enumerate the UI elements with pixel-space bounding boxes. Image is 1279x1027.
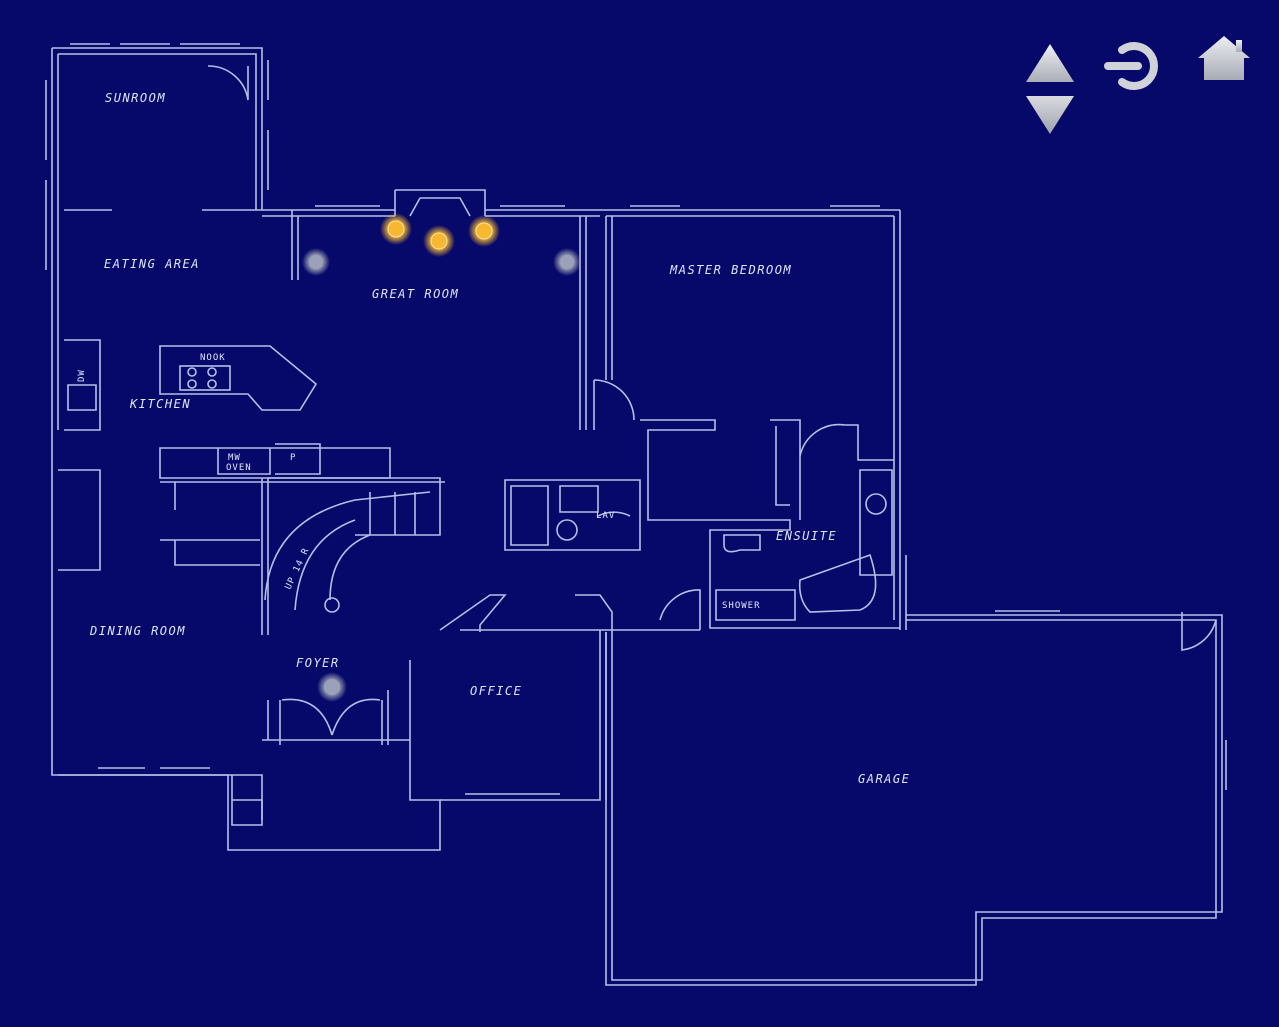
floor-up-button[interactable]	[1024, 42, 1076, 84]
room-label-dw: DW	[77, 369, 87, 382]
room-label-kitchen: KITCHEN	[129, 397, 191, 411]
room-label-office: OFFICE	[470, 684, 522, 698]
floor-down-button[interactable]	[1024, 94, 1076, 136]
room-label-sunroom: SUNROOM	[105, 91, 166, 105]
light-bulb-icon[interactable]	[553, 248, 581, 276]
room-label-dining-room: DINING ROOM	[89, 624, 186, 638]
room-label-shower: SHOWER	[722, 601, 761, 611]
walls	[45, 43, 1227, 986]
room-label-eating-area: EATING AREA	[104, 257, 200, 271]
home-button[interactable]	[1196, 34, 1252, 82]
light-bulb-icon[interactable]	[468, 215, 500, 247]
room-label-pantry: P	[290, 453, 296, 463]
room-label-lav: LAV	[596, 511, 615, 521]
room-labels: SUNROOM EATING AREA GREAT ROOM MASTER BE…	[77, 91, 910, 786]
lights	[302, 213, 581, 702]
light-bulb-icon[interactable]	[302, 248, 330, 276]
triangle-down-icon	[1026, 96, 1074, 134]
room-label-mw: MW	[228, 453, 241, 463]
triangle-up-icon	[1026, 44, 1074, 82]
room-label-oven: OVEN	[226, 463, 252, 473]
room-label-nook: NOOK	[200, 353, 226, 363]
room-label-master-bedroom: MASTER BEDROOM	[669, 263, 792, 277]
room-label-great-room: GREAT ROOM	[372, 287, 459, 301]
light-bulb-icon[interactable]	[317, 672, 347, 702]
light-bulb-icon[interactable]	[380, 213, 412, 245]
room-label-foyer: FOYER	[296, 656, 340, 670]
light-bulb-icon[interactable]	[423, 225, 455, 257]
room-label-ensuite: ENSUITE	[776, 529, 837, 543]
logout-button[interactable]	[1104, 38, 1162, 94]
room-label-garage: GARAGE	[858, 772, 910, 786]
home-icon	[1198, 36, 1250, 80]
stairs-label-up: UP 14 R	[284, 546, 312, 591]
logout-icon	[1104, 42, 1158, 90]
